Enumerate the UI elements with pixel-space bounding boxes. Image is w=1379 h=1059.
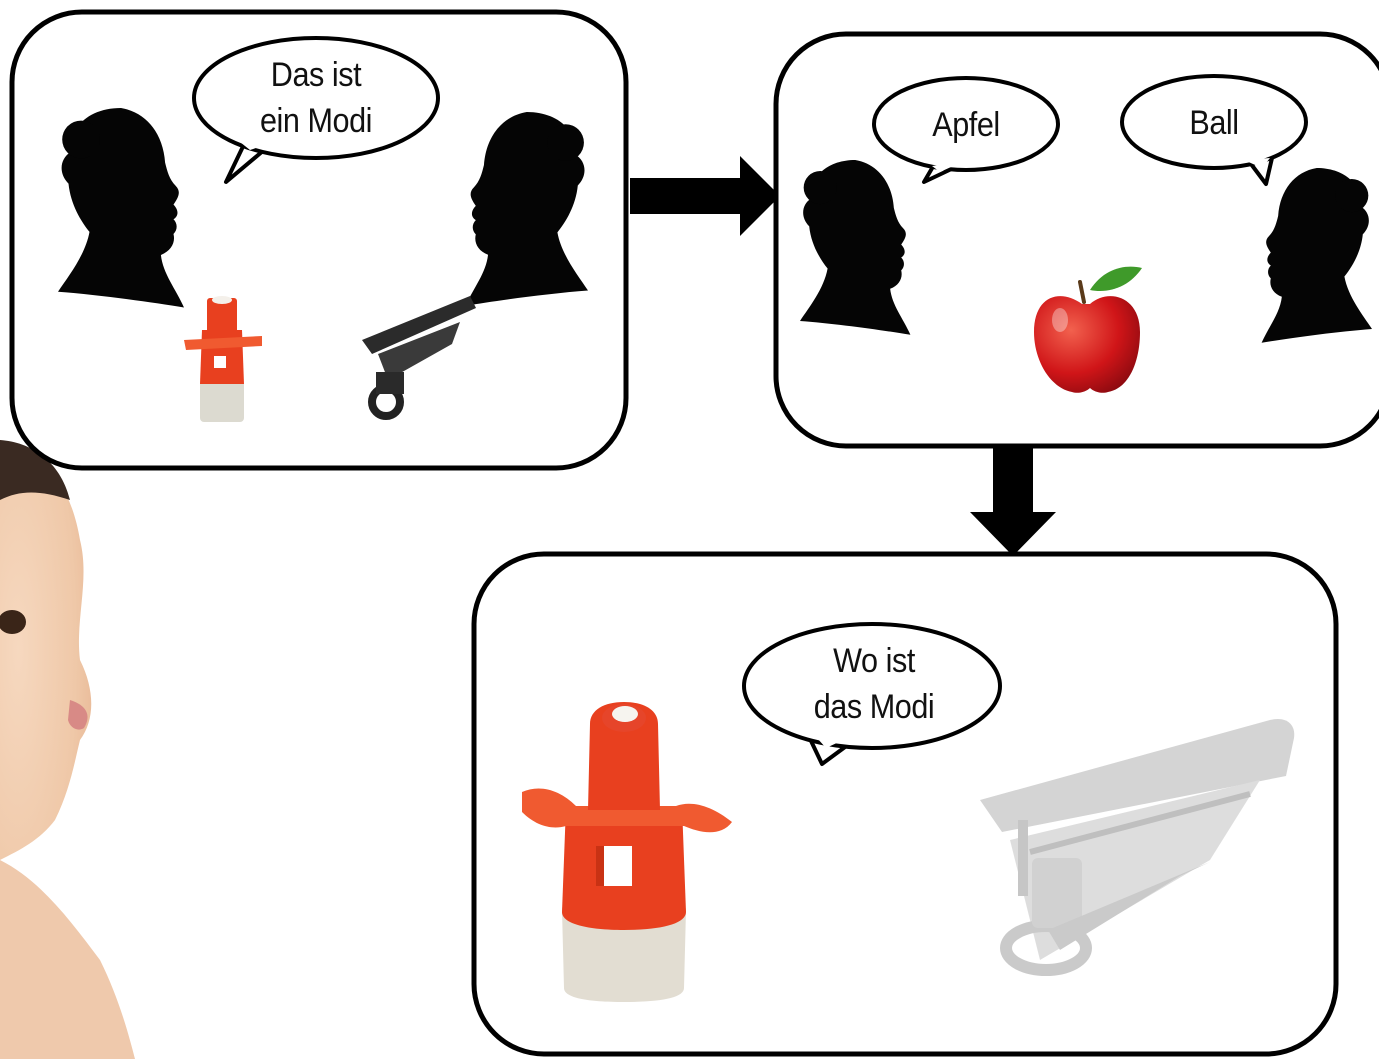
black-tool-icon xyxy=(362,296,476,420)
speech-bubble-right xyxy=(1120,74,1308,186)
speech-bubble xyxy=(192,36,440,184)
speech-bubble xyxy=(742,622,1002,766)
bubble-text-right: Ball xyxy=(1189,104,1239,142)
speech-bubble-left xyxy=(872,76,1060,184)
bubble-line-1: Wo ist xyxy=(833,642,915,680)
red-tool-icon xyxy=(184,296,262,422)
arrow-down-icon xyxy=(970,448,1056,556)
grey-tool-large-icon xyxy=(980,718,1295,976)
panel-frame xyxy=(9,9,629,471)
bubble-text-left: Apfel xyxy=(932,106,1000,144)
infant-eye-icon xyxy=(0,610,26,634)
apple-icon xyxy=(1034,266,1142,393)
bubble-text-introduction: Das ist ein Modi xyxy=(226,52,406,144)
arrow-right-icon xyxy=(630,156,780,236)
bubble-text-test: Wo ist das Modi xyxy=(786,638,962,730)
bubble-line-2: das Modi xyxy=(813,688,935,726)
panel-frame xyxy=(471,551,1339,1057)
red-tool-large-icon xyxy=(522,702,732,1002)
infant-head xyxy=(0,440,135,1059)
bubble-line-2: ein Modi xyxy=(259,102,373,140)
bubble-line-1: Das ist xyxy=(270,56,362,94)
